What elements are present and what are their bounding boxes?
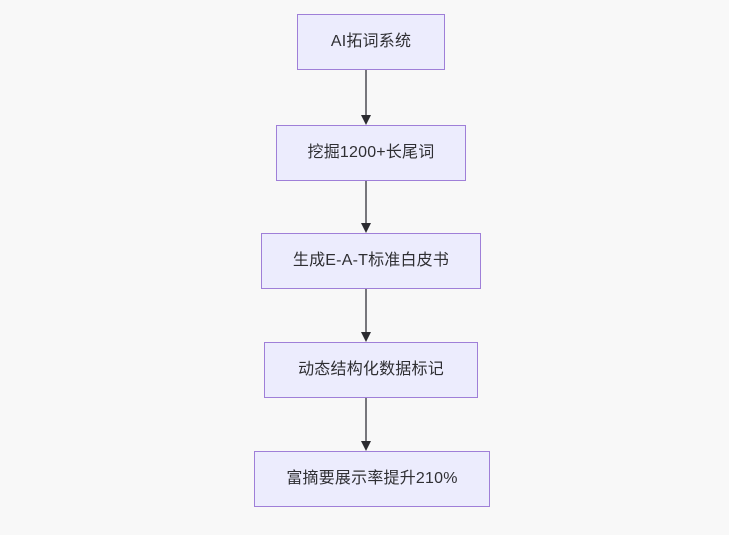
edge-n2-n3 [361,181,371,233]
flow-node-ai-keyword-system[interactable]: AI拓词系统 [297,14,445,70]
flow-node-generate-eat-whitepaper[interactable]: 生成E-A-T标准白皮书 [261,233,481,289]
edge-n4-n5 [361,398,371,451]
flow-node-label: 富摘要展示率提升210% [286,470,458,488]
flow-node-label: 生成E-A-T标准白皮书 [292,252,450,270]
flow-node-label: 动态结构化数据标记 [298,361,444,379]
flow-node-mine-longtail-keywords[interactable]: 挖掘1200+长尾词 [276,125,466,181]
flow-node-dynamic-structured-data-markup[interactable]: 动态结构化数据标记 [264,342,478,398]
flow-node-label: 挖掘1200+长尾词 [307,144,435,162]
flow-node-label: AI拓词系统 [330,33,412,51]
flow-node-rich-snippet-impression-uplift[interactable]: 富摘要展示率提升210% [254,451,490,507]
edge-n1-n2 [361,70,371,125]
edge-n3-n4 [361,289,371,342]
